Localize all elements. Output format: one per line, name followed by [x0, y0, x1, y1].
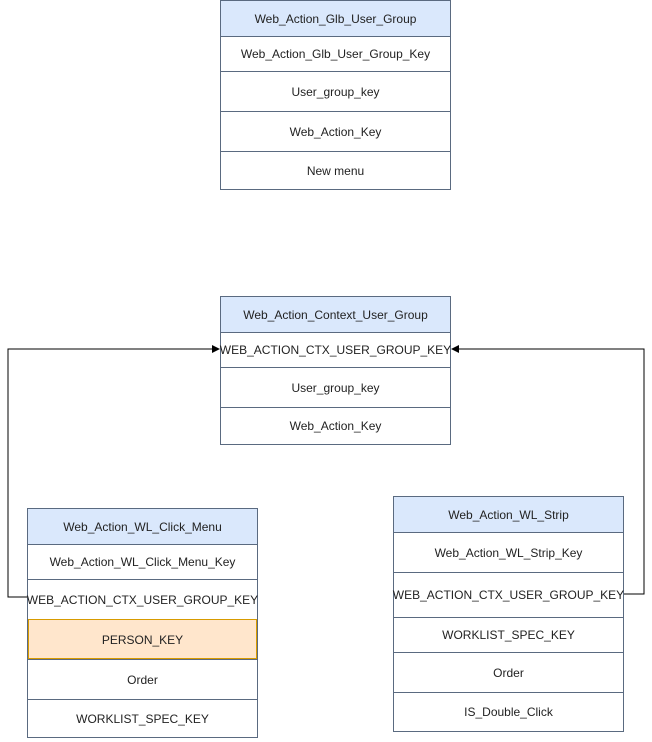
- connector-strip-to-context: [451, 345, 645, 595]
- entity-field: Web_Action_WL_Click_Menu_Key: [28, 544, 257, 579]
- entity-web-action-wl-strip[interactable]: Web_Action_WL_Strip Web_Action_WL_Strip_…: [393, 496, 624, 732]
- entity-header: Web_Action_WL_Strip: [394, 497, 623, 532]
- entity-field: WORKLIST_SPEC_KEY: [394, 617, 623, 652]
- entity-web-action-context-user-group[interactable]: Web_Action_Context_User_Group WEB_ACTION…: [220, 296, 451, 445]
- entity-field: User_group_key: [221, 71, 450, 111]
- entity-field: WEB_ACTION_CTX_USER_GROUP_KEY: [27, 579, 258, 619]
- entity-field: Web_Action_Key: [221, 407, 450, 444]
- entity-header: Web_Action_WL_Click_Menu: [28, 509, 257, 544]
- entity-field: Web_Action_Glb_User_Group_Key: [221, 36, 450, 71]
- entity-header: Web_Action_Context_User_Group: [221, 297, 450, 332]
- entity-field: Order: [28, 659, 257, 699]
- entity-field: WORKLIST_SPEC_KEY: [28, 699, 257, 737]
- entity-field: WEB_ACTION_CTX_USER_GROUP_KEY: [393, 572, 624, 617]
- entity-field: IS_Double_Click: [394, 692, 623, 731]
- entity-web-action-wl-click-menu[interactable]: Web_Action_WL_Click_Menu Web_Action_WL_C…: [27, 508, 258, 738]
- entity-field: User_group_key: [221, 367, 450, 407]
- entity-field: Order: [394, 652, 623, 692]
- connector-click-menu-to-context: [7, 345, 220, 598]
- entity-field: WEB_ACTION_CTX_USER_GROUP_KEY: [220, 332, 451, 367]
- entity-field: Web_Action_Key: [221, 111, 450, 151]
- entity-field-highlighted: PERSON_KEY: [28, 619, 257, 659]
- entity-field: New menu: [221, 151, 450, 189]
- entity-web-action-glb-user-group[interactable]: Web_Action_Glb_User_Group Web_Action_Glb…: [220, 0, 451, 190]
- entity-field: Web_Action_WL_Strip_Key: [394, 532, 623, 572]
- entity-header: Web_Action_Glb_User_Group: [221, 1, 450, 36]
